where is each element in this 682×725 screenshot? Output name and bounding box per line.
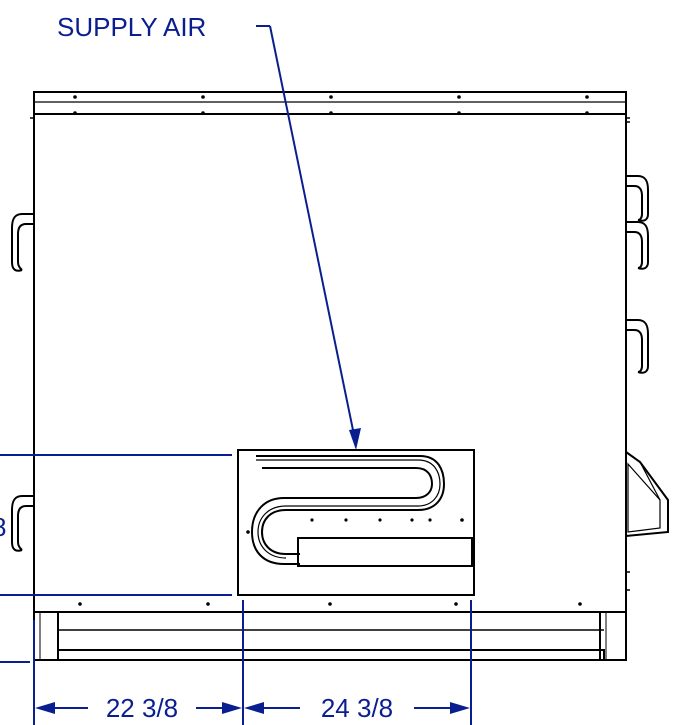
- top-rail: [33, 91, 627, 115]
- heating-element-mid: [256, 459, 441, 559]
- dimension-left-label: 22 3/8: [106, 693, 178, 723]
- fastener-dot: [460, 518, 464, 522]
- supply-air-opening: [237, 449, 475, 596]
- right-side-fitting: [625, 450, 669, 538]
- left-leg: [33, 611, 59, 661]
- fastener-dot: [201, 95, 205, 99]
- fastener-dot: [428, 518, 432, 522]
- fastener-dot: [206, 602, 210, 606]
- supply-air-leader: [269, 25, 355, 436]
- dimension-lines: [0, 25, 472, 725]
- fastener-dot: [457, 111, 461, 115]
- dimension-right-label: 24 3/8: [321, 693, 393, 723]
- fastener-dot: [378, 518, 382, 522]
- dimension-partial-left-label: 8: [0, 512, 6, 542]
- left-edge-marks: [30, 117, 630, 591]
- supply-air-label: SUPPLY AIR: [57, 12, 206, 42]
- right-handle-1: [626, 175, 649, 222]
- heating-element-inner: [250, 467, 434, 565]
- heating-element-outer: [256, 455, 446, 555]
- heater-terminal-box: [297, 537, 473, 567]
- fastener-dot: [201, 111, 205, 115]
- arrowhead: [450, 702, 470, 714]
- fastener-dot: [78, 602, 82, 606]
- arrowhead: [244, 702, 264, 714]
- fastener-dot: [585, 95, 589, 99]
- fastener-dot: [246, 530, 250, 534]
- fastener-dot: [344, 518, 348, 522]
- cabinet: [33, 91, 627, 661]
- supply-opening-frame: [237, 449, 475, 596]
- fastener-dot: [578, 602, 582, 606]
- left-upper-handle: [11, 213, 34, 272]
- fastener-dot: [329, 111, 333, 115]
- fastener-dot: [585, 111, 589, 115]
- dimension-arrowheads: [35, 428, 470, 714]
- fastener-dot: [457, 95, 461, 99]
- arrowhead: [222, 702, 242, 714]
- top-rail-fasteners: [73, 95, 589, 606]
- fastener-dot: [329, 95, 333, 99]
- right-handle-2: [626, 221, 649, 270]
- fastener-dot: [310, 518, 314, 522]
- fastener-dot: [328, 602, 332, 606]
- right-handle-3: [626, 319, 649, 374]
- supply-opening-screws: [246, 518, 464, 534]
- fastener-dot: [73, 95, 77, 99]
- left-lower-handle: [11, 495, 34, 552]
- arrowhead: [35, 702, 55, 714]
- fastener-dot: [410, 518, 414, 522]
- fastener-dot: [454, 602, 458, 606]
- right-leg: [599, 611, 627, 661]
- fastener-dot: [73, 111, 77, 115]
- base-skid: [57, 649, 605, 661]
- supply-air-arrowhead: [349, 428, 361, 450]
